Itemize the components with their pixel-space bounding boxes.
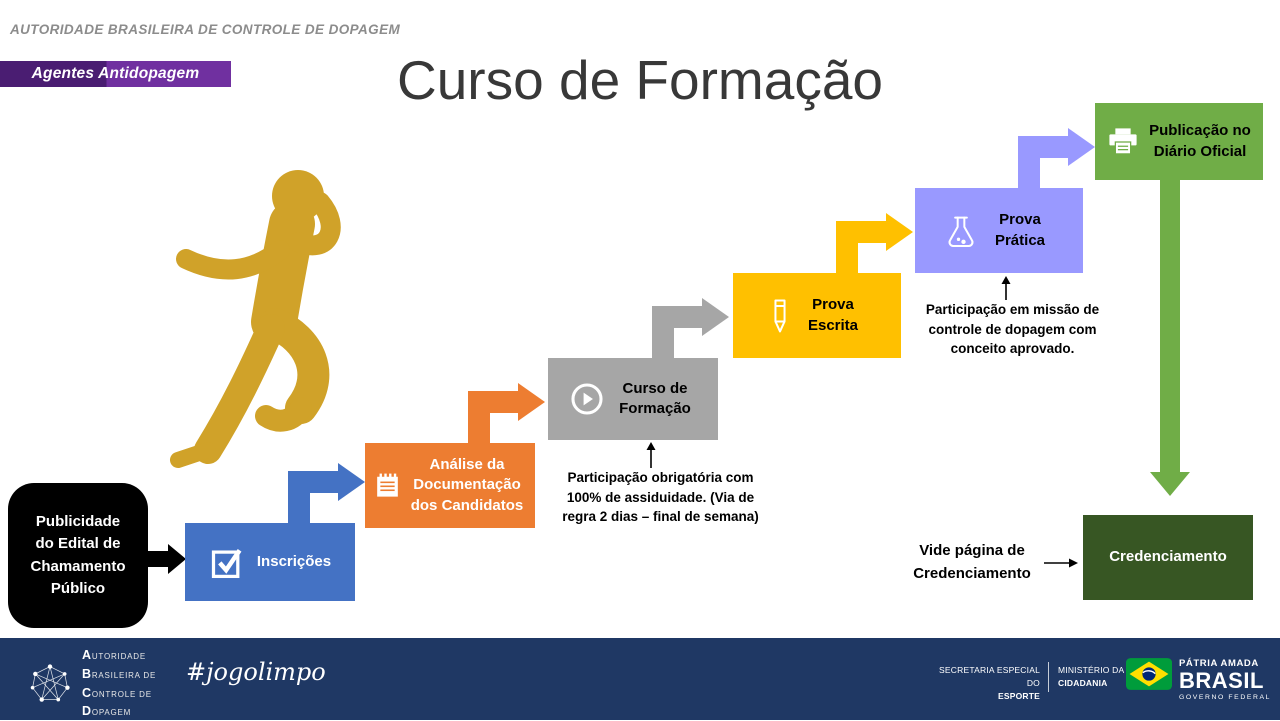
abcd-logo-line: Controle de bbox=[82, 685, 152, 700]
elbow-arrow-blue-horizontal bbox=[288, 471, 338, 493]
abcd-logo-text: Autoridade Brasileira de Controle de Dop… bbox=[82, 646, 156, 721]
elbow-arrow-purple bbox=[1018, 128, 1095, 188]
arrow-green-down-head bbox=[1150, 472, 1190, 496]
abcd-logo-line: Dopagem bbox=[82, 704, 132, 719]
step-curso-label: Curso de Formação bbox=[619, 379, 691, 417]
page-title: Curso de Formação bbox=[396, 49, 884, 111]
step-curso-formacao: Curso de Formação bbox=[548, 358, 718, 440]
play-icon bbox=[570, 382, 604, 416]
step-prova-escrita-label: Prova Escrita bbox=[807, 296, 859, 334]
ministerio-line1: MINISTÉRIO DA bbox=[1058, 665, 1125, 675]
printer-icon bbox=[1106, 127, 1140, 157]
step-prova-escrita: Prova Escrita bbox=[733, 273, 901, 358]
agentes-badge: Agentes Antidopagem bbox=[0, 61, 231, 87]
step-publicacao-label: Publicação no Diário Oficial bbox=[1149, 122, 1251, 160]
secretaria-line2: ESPORTE bbox=[997, 690, 1040, 701]
step-publicidade-edital: Publicidade do Edital de Chamamento Públ… bbox=[8, 483, 148, 628]
elbow-arrow-purple-horizontal bbox=[1018, 136, 1068, 158]
elbow-arrow-gray-horizontal bbox=[652, 306, 702, 328]
step-analise-label: Análise da Documentação dos Candidatos bbox=[410, 456, 524, 514]
elbow-arrow-purple-head bbox=[1068, 128, 1095, 166]
elbow-arrow-orange-horizontal bbox=[468, 391, 518, 413]
patria-amada-label: PÁTRIA AMADA bbox=[1179, 658, 1259, 669]
pencil-icon bbox=[770, 297, 790, 335]
secretaria-esporte-label: SECRETARIA ESPECIAL DO ESPORTE bbox=[925, 664, 1040, 702]
elbow-arrow-orange-head bbox=[518, 383, 545, 421]
ministerio-cidadania-label: MINISTÉRIO DA CIDADANIA bbox=[1058, 664, 1124, 690]
arrow-green-down-shaft bbox=[1160, 180, 1180, 472]
note-pratica-up-arrow-icon bbox=[1000, 276, 1012, 305]
elbow-arrow-gray bbox=[652, 298, 729, 358]
flask-icon bbox=[946, 214, 976, 248]
step-inscricoes: Inscrições bbox=[185, 523, 355, 601]
agentes-badge-label: Agentes Antidopagem bbox=[31, 65, 200, 82]
elbow-arrow-yellow bbox=[836, 213, 913, 273]
runner-silhouette-icon bbox=[128, 162, 400, 484]
brand-text: PÁTRIA AMADA BRASIL GOVERNO FEDERAL bbox=[1179, 658, 1271, 701]
brasil-label: BRASIL bbox=[1179, 668, 1264, 693]
step-inscricoes-label: Inscrições bbox=[256, 552, 332, 570]
step-publicacao-diario: Publicação no Diário Oficial bbox=[1095, 103, 1263, 180]
checkbox-icon bbox=[209, 544, 245, 580]
step-prova-pratica: Prova Prática bbox=[915, 188, 1083, 273]
step-prova-pratica-label: Prova Prática bbox=[994, 211, 1046, 249]
step-credenciamento: Credenciamento bbox=[1083, 515, 1253, 600]
note-pratica: Participação em missão de controle de do… bbox=[925, 302, 1100, 357]
elbow-arrow-yellow-horizontal bbox=[836, 221, 886, 243]
authority-heading: AUTORIDADE BRASILEIRA DE CONTROLE DE DOP… bbox=[10, 22, 401, 37]
elbow-arrow-gray-head bbox=[702, 298, 729, 336]
elbow-arrow-blue bbox=[288, 463, 365, 523]
footer-divider bbox=[1048, 662, 1049, 692]
runner-svg bbox=[170, 170, 341, 468]
note-vide-credenciamento: Vide página de Credenciamento bbox=[913, 542, 1031, 582]
abcd-logo-line: Brasileira de bbox=[82, 666, 157, 681]
brazil-flag-icon bbox=[1126, 658, 1172, 690]
step-credenciamento-label: Credenciamento bbox=[1109, 548, 1227, 566]
note-vide-right-arrow-icon bbox=[1044, 556, 1078, 574]
arrow-green-down bbox=[1150, 180, 1190, 498]
notepad-icon bbox=[374, 472, 401, 499]
arrow-black-shaft bbox=[146, 551, 168, 567]
footer: Autoridade Brasileira de Controle de Dop… bbox=[0, 638, 1280, 720]
jogolimpo-hashtag: #jogolimpo bbox=[186, 658, 326, 686]
step-analise-documentacao: Análise da Documentação dos Candidatos bbox=[365, 443, 535, 528]
arrow-black-head bbox=[168, 544, 186, 574]
step-publicidade-edital-label: Publicidade do Edital de Chamamento Públ… bbox=[30, 512, 126, 598]
note-curso-up-arrow-icon bbox=[645, 442, 657, 473]
network-dots-icon bbox=[28, 662, 72, 706]
secretaria-line1: SECRETARIA ESPECIAL DO bbox=[939, 665, 1040, 688]
note-curso: Participação obrigatória com 100% de ass… bbox=[562, 470, 759, 525]
elbow-arrow-orange bbox=[468, 383, 545, 443]
governo-federal-label: GOVERNO FEDERAL bbox=[1179, 694, 1271, 702]
elbow-arrow-yellow-head bbox=[886, 213, 913, 251]
governo-federal-brand: PÁTRIA AMADA BRASIL GOVERNO FEDERAL bbox=[1126, 658, 1271, 701]
ministerio-line2: CIDADANIA bbox=[1058, 677, 1108, 688]
abcd-logo-line: Autoridade bbox=[82, 648, 146, 662]
abcd-logo: Autoridade Brasileira de Controle de Dop… bbox=[28, 646, 156, 721]
elbow-arrow-blue-head bbox=[338, 463, 365, 501]
arrow-black bbox=[146, 543, 186, 575]
